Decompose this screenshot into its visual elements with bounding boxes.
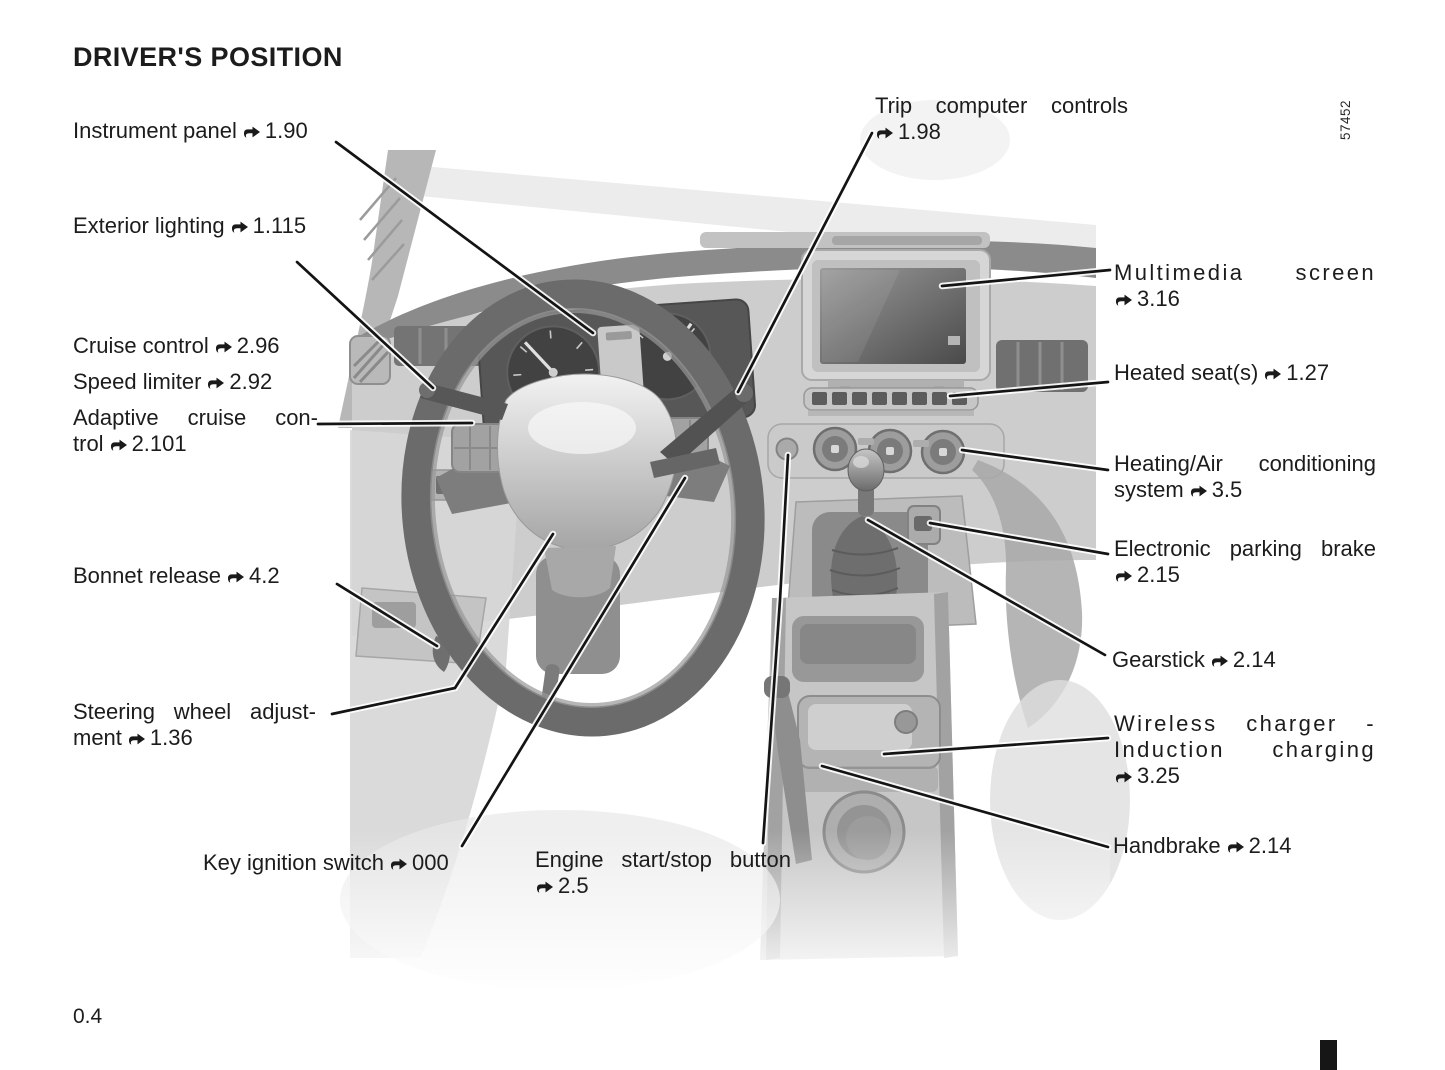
right-vent-slats [1016, 342, 1064, 390]
cross-reference-arrow-icon [110, 439, 127, 451]
cross-reference-arrow-icon [215, 341, 232, 353]
cruise-control-buttons [451, 423, 509, 473]
cross-reference-arrow-icon [231, 221, 248, 233]
cross-reference-arrow-icon [208, 377, 225, 389]
callout-gearstick [866, 518, 1107, 657]
callout-heated-seats [948, 380, 1110, 398]
airbag-highlight [528, 402, 636, 454]
cross-reference-arrow-icon [1115, 294, 1132, 306]
figure-number: 57452 [1338, 99, 1353, 140]
callout-cruise-group [316, 421, 474, 426]
callout-handbrake [820, 764, 1110, 849]
callout-bonnet-release [335, 582, 439, 648]
section-index-tab [1320, 1040, 1337, 1070]
label-wireless-charger: Wireless charger - Induction charging 3.… [1114, 711, 1376, 788]
light-blob [860, 100, 1010, 180]
cross-reference-arrow-icon [243, 126, 260, 138]
page-title: DRIVER'S POSITION [73, 42, 343, 73]
side-vent-hatch [352, 338, 390, 384]
cross-reference-arrow-icon [1211, 655, 1228, 667]
climate-dial-left [812, 426, 858, 472]
page-number: 0.4 [73, 1005, 103, 1028]
hub-lower [544, 546, 616, 598]
callout-multimedia [940, 268, 1112, 288]
cross-reference-arrow-icon [876, 127, 893, 139]
gear-knob [847, 448, 885, 492]
cross-reference-arrow-icon [128, 733, 145, 745]
gear-boot [831, 516, 898, 618]
callout-wireless-charger [882, 736, 1110, 756]
cross-reference-arrow-icon [390, 858, 407, 870]
defroster-vent-inner [832, 236, 982, 245]
callout-instrument-panel [334, 140, 595, 335]
label-trip-computer-controls: Trip computer controls 1.98 [875, 93, 1128, 144]
callout-key-ignition [460, 476, 687, 848]
cross-reference-arrow-icon [1190, 485, 1207, 497]
label-engine-start-stop-button: Engine start/stop button 2.5 [535, 847, 791, 898]
label-electronic-parking-brake: Electronic parking brake 2.15 [1114, 536, 1376, 587]
cross-reference-arrow-icon [1227, 841, 1244, 853]
callout-parking-brake [928, 521, 1110, 556]
callout-exterior-lighting [295, 260, 435, 390]
callout-lines [293, 129, 1114, 851]
bottom-fade [330, 830, 1110, 995]
climate-dial-right [920, 429, 966, 475]
label-multimedia-screen: Multimedia screen 3.16 [1114, 260, 1376, 311]
passenger-lower-trim [972, 460, 1083, 728]
callout-engine-start [761, 453, 790, 845]
callout-heating-ac [960, 448, 1110, 472]
multimedia-screen-glass [820, 268, 966, 364]
label-heated-seats: Heated seat(s)1.27 [1114, 360, 1330, 385]
button-strip [803, 387, 979, 416]
climate-controls [767, 423, 1005, 479]
multimedia-screen-assembly [801, 249, 991, 400]
cross-reference-arrow-icon [227, 571, 244, 583]
callout-steering-adjustment [330, 532, 555, 716]
callout-trip-computer [736, 131, 874, 394]
cross-reference-arrow-icon [1115, 771, 1132, 783]
cross-reference-arrow-icon [1265, 368, 1282, 380]
cross-reference-arrow-icon [536, 881, 553, 893]
cross-reference-arrow-icon [1115, 570, 1132, 582]
